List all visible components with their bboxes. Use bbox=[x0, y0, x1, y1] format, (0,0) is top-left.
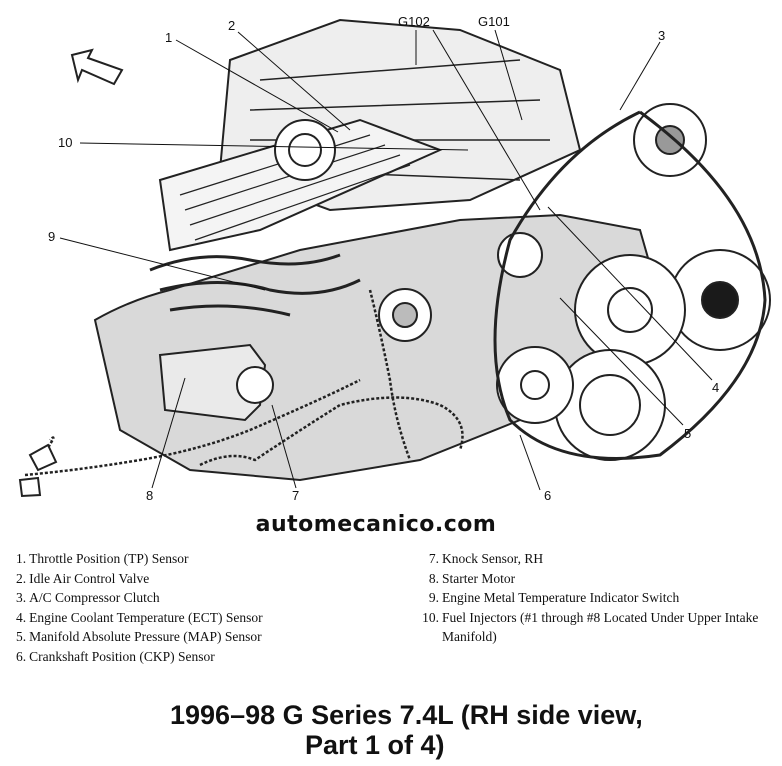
callout-g101: G101 bbox=[478, 14, 510, 29]
legend-item: 3.A/C Compressor Clutch bbox=[16, 590, 160, 605]
pulley-idler bbox=[497, 232, 543, 278]
legend-item: 8.Starter Motor bbox=[428, 570, 516, 586]
pulley-lower bbox=[554, 349, 666, 461]
caption-line-2: Part 1 of 4) bbox=[305, 730, 445, 760]
callout-10: 10 bbox=[58, 135, 72, 150]
exhaust-manifold bbox=[149, 253, 361, 317]
direction-arrow bbox=[70, 48, 124, 86]
callout-g102: G102 bbox=[398, 14, 430, 29]
callout-5: 5 bbox=[684, 426, 691, 441]
callout-3: 3 bbox=[658, 28, 665, 43]
engine-illustration: 1 2 3 4 5 6 7 8 9 10 G102 G101 bbox=[18, 14, 771, 503]
legend-left-column: 1.Throttle Position (TP) Sensor 2.Idle A… bbox=[16, 549, 396, 666]
legend-item: 1.Throttle Position (TP) Sensor bbox=[16, 551, 189, 566]
callout-8: 8 bbox=[146, 488, 153, 503]
throttle-body bbox=[274, 119, 336, 181]
callout-4: 4 bbox=[712, 380, 719, 395]
callout-6: 6 bbox=[544, 488, 551, 503]
pulley-mid bbox=[574, 254, 686, 366]
pulley-small bbox=[496, 346, 574, 424]
drive-belt bbox=[493, 110, 767, 460]
legend-item: 5.Manifold Absolute Pressure (MAP) Senso… bbox=[16, 629, 262, 644]
callout-2: 2 bbox=[228, 18, 235, 33]
callout-9: 9 bbox=[48, 229, 55, 244]
legend-item: 6.Crankshaft Position (CKP) Sensor bbox=[16, 648, 215, 664]
engine-diagram: 1 2 3 4 5 6 7 8 9 10 G102 G101 bbox=[18, 14, 771, 503]
site-watermark: automecanico.com bbox=[255, 512, 497, 537]
legend-right-column: 7.Knock Sensor, RH 8.Starter Motor 9.Eng… bbox=[421, 549, 781, 647]
legend-item: 10.Fuel Injectors (#1 through #8 Located… bbox=[422, 609, 759, 645]
starter-motor bbox=[158, 343, 267, 422]
callout-7: 7 bbox=[292, 488, 299, 503]
legend-item: 2.Idle Air Control Valve bbox=[16, 570, 150, 586]
callout-1: 1 bbox=[165, 30, 172, 45]
legend-item: 7.Knock Sensor, RH bbox=[428, 551, 544, 566]
legend-item: 4.Engine Coolant Temperature (ECT) Senso… bbox=[16, 609, 263, 625]
legend-item: 9.Engine Metal Temperature Indicator Swi… bbox=[428, 590, 680, 605]
caption-line-1: 1996–98 G Series 7.4L (RH side view, bbox=[170, 700, 643, 730]
